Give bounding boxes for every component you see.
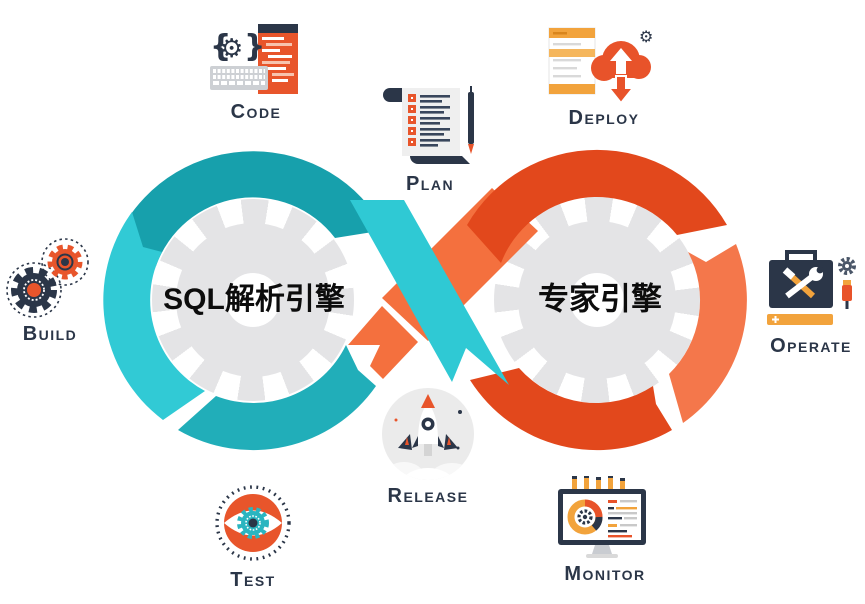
stage-label-test: Test (230, 569, 276, 591)
deploy-icon: ⚙ (548, 27, 653, 104)
stage-label-code: Code (230, 101, 282, 123)
test-icon (215, 485, 291, 561)
operate-icon (767, 250, 856, 325)
stage-deploy: ⚙ Deploy (540, 24, 668, 128)
stage-label-release: Release (387, 485, 469, 507)
stage-plan: Plan (374, 86, 486, 194)
stage-label-deploy: Deploy (568, 107, 640, 129)
stage-label-monitor: Monitor (564, 563, 646, 585)
svg-text:{: { (210, 29, 231, 64)
left-ring-left-arc (103, 212, 205, 420)
teal-cross-band (350, 200, 509, 385)
stage-release: Release (376, 382, 480, 506)
right-ring-top-arc (467, 149, 727, 263)
monitor-icon (558, 476, 646, 558)
svg-text:}: } (244, 29, 265, 64)
stage-code: { } ⚙ Code (196, 24, 316, 122)
orange-arrow (348, 306, 418, 379)
release-icon (382, 388, 474, 480)
build-icon (6, 238, 89, 318)
stage-monitor: Monitor (546, 476, 664, 584)
right-ring-right-arc (669, 244, 747, 423)
right-gear-icon (494, 197, 700, 403)
stage-label-build: Build (22, 323, 78, 345)
left-ring-top-arc (121, 151, 385, 266)
plan-icon (383, 86, 474, 164)
left-gear-hole (226, 273, 280, 327)
right-engine-title: 专家引擎 (538, 281, 662, 317)
code-icon: { } ⚙ (210, 24, 298, 94)
stage-build: Build (2, 236, 98, 344)
right-ring-bottom-arc (470, 368, 672, 451)
stage-label-operate: Operate (770, 335, 852, 357)
stage-test: Test (200, 484, 306, 590)
stage-operate: Operate (758, 246, 864, 356)
right-gear-hole (570, 273, 624, 327)
svg-text:⚙: ⚙ (639, 27, 653, 46)
left-ring-bottom-arc (178, 345, 376, 451)
left-gear-icon (152, 199, 354, 401)
svg-text:⚙: ⚙ (220, 34, 243, 64)
left-engine-title: SQL解析引擎 (163, 283, 345, 316)
stage-label-plan: Plan (405, 173, 455, 195)
